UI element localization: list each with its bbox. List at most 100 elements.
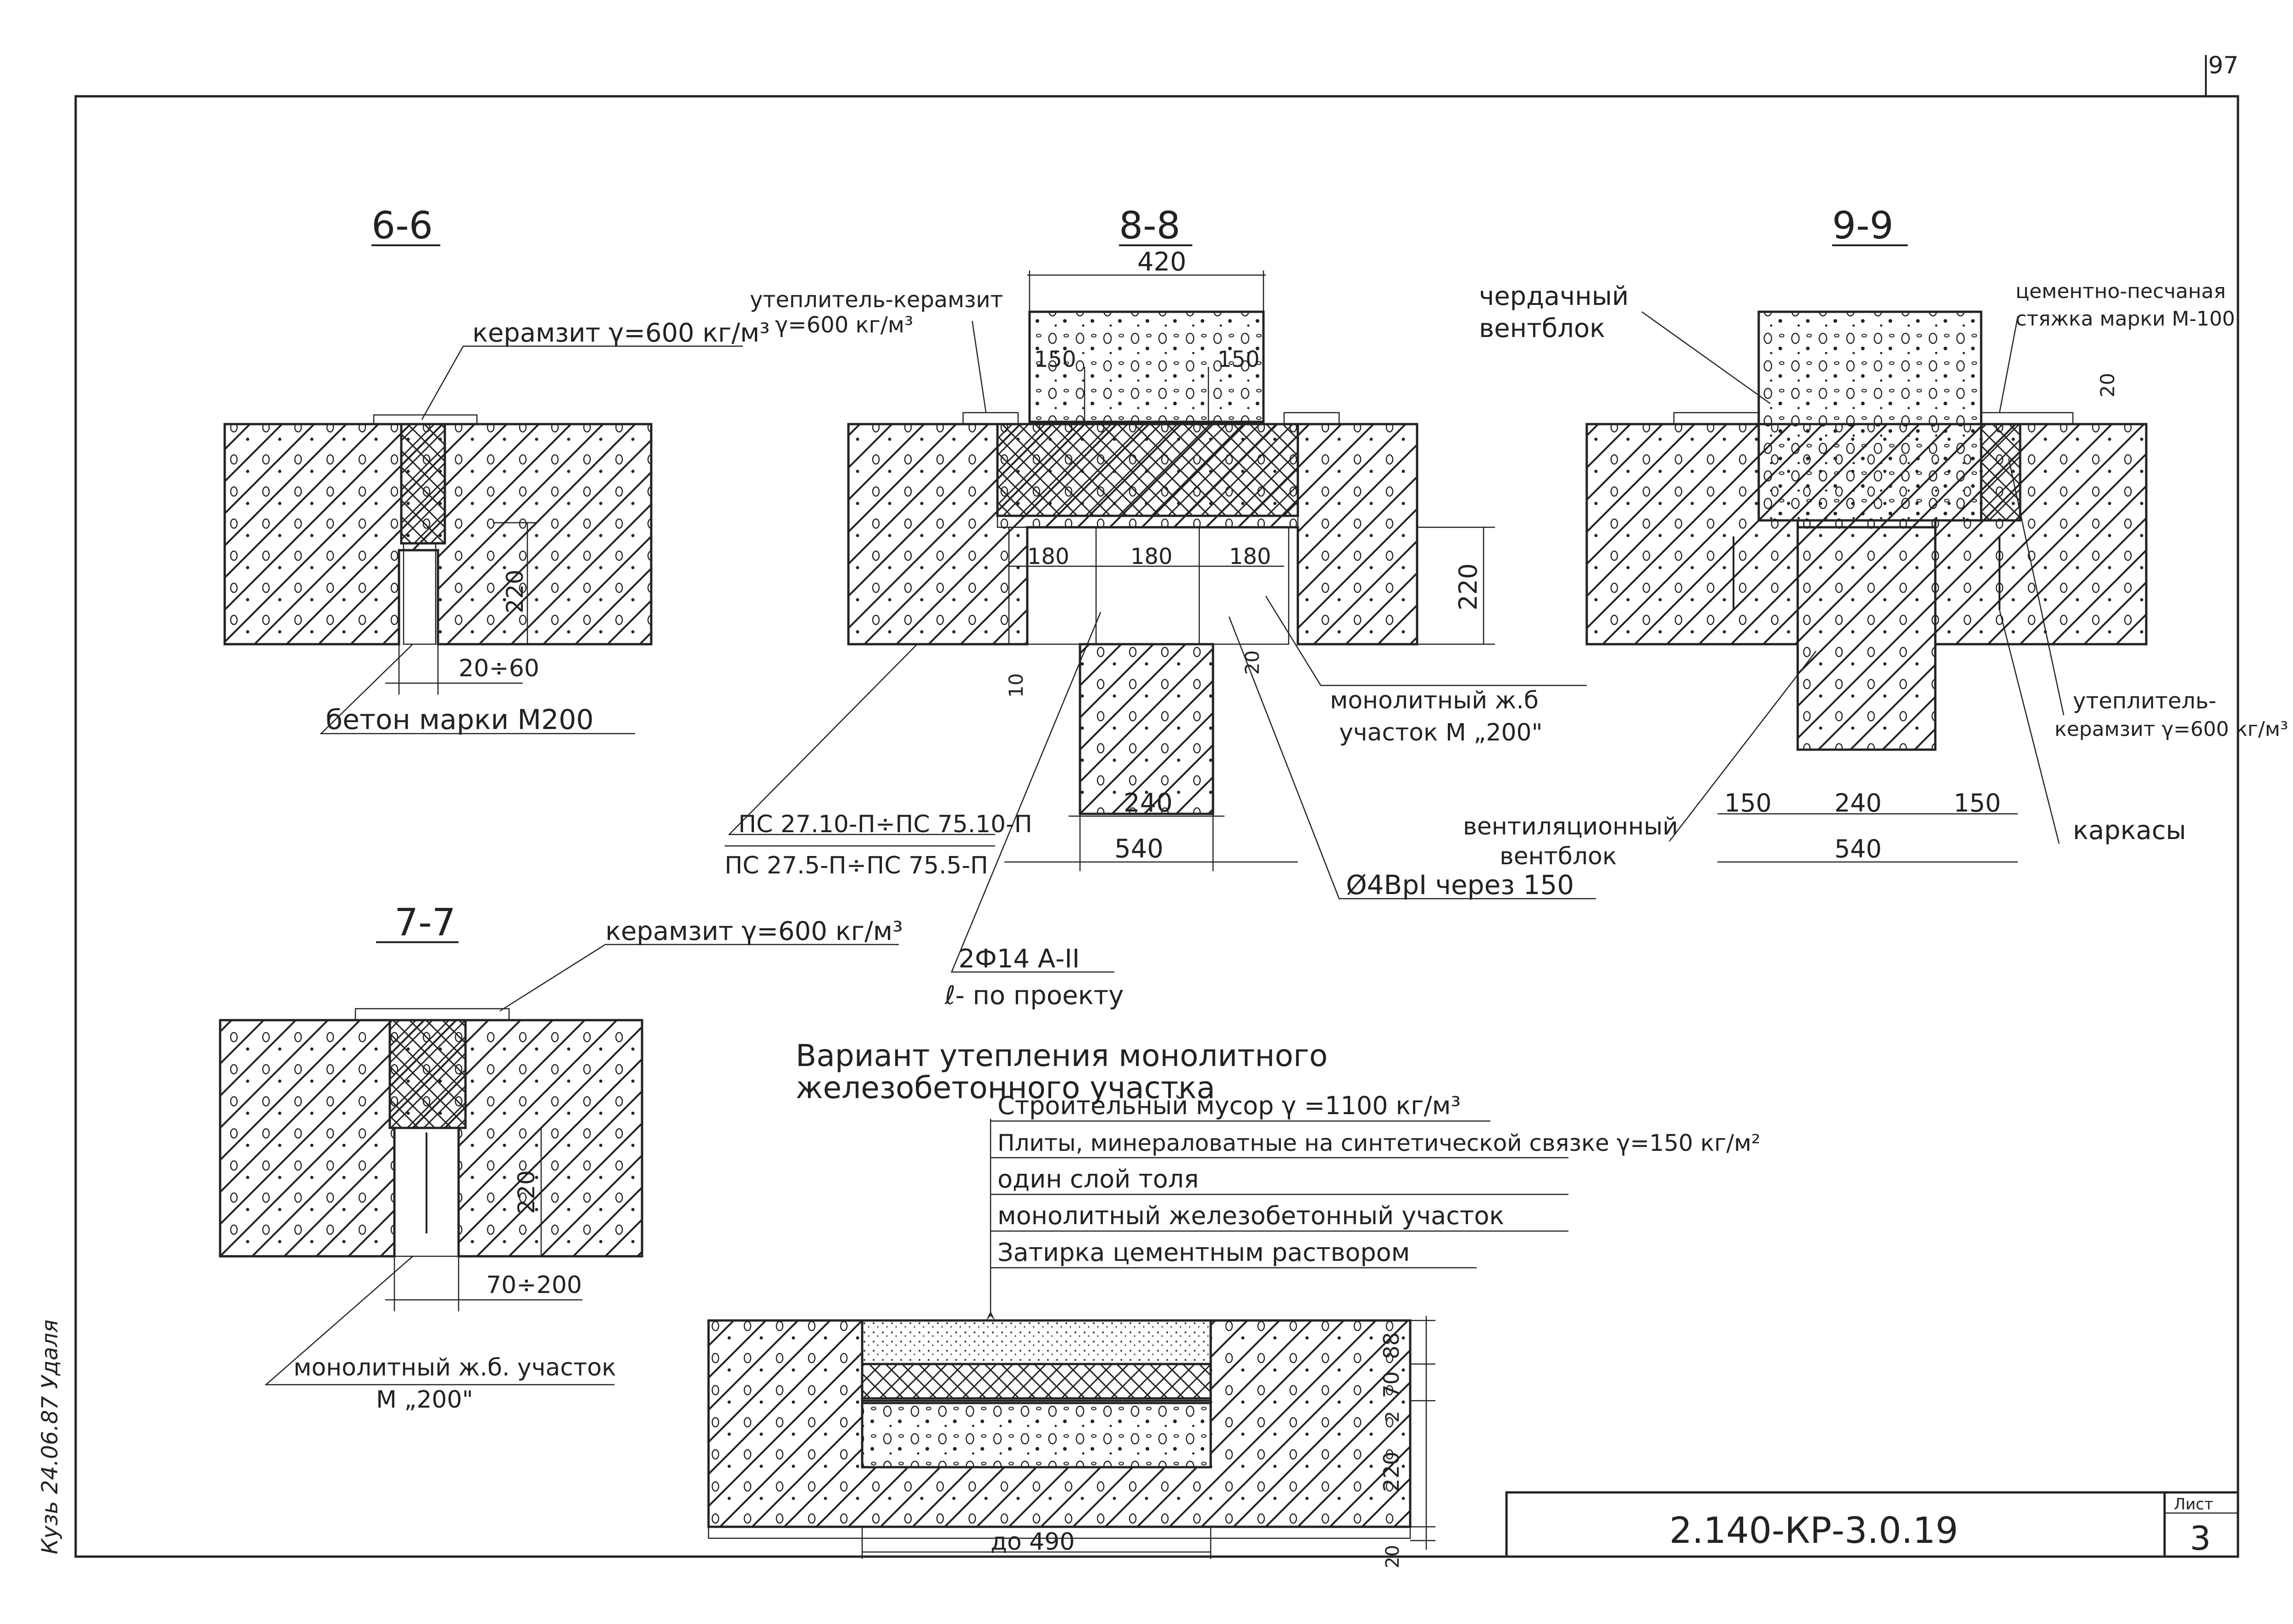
section-6-screed: [373, 414, 478, 425]
variant-title-1: Вариант утепления монолитного: [796, 1038, 1328, 1073]
section-8-dim-150-left: 150: [1034, 347, 1076, 372]
section-9-dim-540: 540: [1834, 834, 1882, 863]
section-7-mono-leader: [264, 1256, 615, 1386]
section-9-vent-label-1: вентиляционный: [1463, 813, 1678, 840]
section-8-wall: [1079, 643, 1214, 815]
section-8-slab-leader: [728, 644, 995, 835]
section-6-dim-220: 220: [502, 569, 528, 613]
section-6-keramzit-fill: [400, 423, 446, 545]
section-9-screed-left: [1673, 412, 1760, 425]
variant-debris-layer: [861, 1319, 1212, 1365]
section-8-rebar-leader: [951, 612, 1114, 973]
section-8-dim-240: 240: [1124, 788, 1173, 818]
section-9-vent-label-2: вентблок: [1500, 843, 1617, 870]
section-7-mono-label-2: М „200": [376, 1386, 473, 1414]
section-8-slab-line-1: ПС 27.10-П÷ПС 75.10-П: [738, 811, 1032, 838]
section-6-concrete-label: бетон марки М200: [326, 704, 594, 736]
svg-text:20: 20: [2096, 373, 2119, 397]
section-9-dim-150-left: 150: [1724, 789, 1772, 818]
section-9-attic-label-1: чердачный: [1479, 282, 1628, 311]
section-8-dim-10: 10: [1005, 673, 1027, 697]
svg-text:20: 20: [1241, 650, 1263, 674]
section-8-insul-label-2: γ=600 кг/м³: [775, 312, 913, 338]
section-9-insul-leader: [2008, 458, 2065, 716]
variant-dim-2: 2: [1382, 1411, 1403, 1422]
section-9-keramzit: [1980, 423, 2022, 522]
section-8-dim-180-c: 180: [1229, 544, 1271, 569]
svg-text:220: 220: [1379, 1452, 1404, 1492]
title-block: 2.140-КР-3.0.19 Лист 3: [1505, 1491, 2239, 1558]
section-8-dim-420: 420: [1137, 247, 1186, 277]
section-9-title: 9-9: [1832, 204, 1894, 248]
section-8-dim-20: 20: [1241, 650, 1263, 674]
section-9-insul-label-2: керамзит γ=600 кг/м³: [2055, 718, 2288, 741]
section-8-dim-150-right: 150: [1218, 347, 1260, 372]
sheet-label: Лист: [2174, 1495, 2213, 1514]
section-8-rebar-length: ℓ- по проекту: [944, 981, 1124, 1011]
section-8-rebar-mesh: Ø4ВрI через 150: [1346, 869, 1574, 900]
section-9-frames-label: каркасы: [2073, 816, 2186, 845]
svg-text:70: 70: [1379, 1371, 1404, 1398]
svg-text:20: 20: [1382, 1545, 1403, 1569]
sheet-frame: [74, 95, 2239, 1558]
section-9-dim-20: 20: [2096, 373, 2119, 397]
section-8-dim-180-b: 180: [1130, 544, 1173, 569]
section-6-title: 6-6: [371, 204, 433, 248]
section-8-dim-180-a: 180: [1027, 544, 1069, 569]
variant-layer-5: Затирка цементным раствором: [997, 1238, 1410, 1267]
section-7-dim-220: 220: [513, 1170, 540, 1214]
section-8-mono-label-1: монолитный ж.б: [1330, 687, 1539, 714]
variant-plaster: [708, 1526, 1411, 1539]
variant-dim-220: 220: [1379, 1452, 1404, 1492]
section-8-insul-leader: [971, 320, 987, 413]
margin-note: Кузь 24.06.87 Удаля: [37, 1320, 63, 1554]
section-8-mono-label-2: участок М „200": [1339, 719, 1543, 746]
section-9-vent-leader: [1669, 651, 1817, 842]
section-9-attic-block: [1757, 310, 1983, 522]
section-8-screed-right: [1283, 412, 1340, 425]
section-6-keramzit-label: керамзит γ=600 кг/м³: [472, 318, 770, 348]
section-9-attic-leader: [1641, 311, 1771, 404]
section-9-dim-150-right: 150: [1954, 789, 2001, 818]
variant-title-2: железобетонного участка: [796, 1070, 1215, 1105]
section-7-joint: [393, 1127, 460, 1257]
section-8-insul-label-1: утеплитель-керамзит: [750, 287, 1003, 313]
variant-dim-width: до 490: [991, 1528, 1075, 1556]
sheet-number: 3: [2190, 1519, 2211, 1558]
section-9-insul-label-1: утеплитель-: [2073, 688, 2216, 714]
section-9-screed-label-2: стяжка марки М-100: [2016, 307, 2235, 331]
section-7-keramzit-label: керамзит γ=600 кг/м³: [605, 917, 903, 946]
section-7-screed: [354, 1008, 510, 1021]
svg-text:88: 88: [1379, 1332, 1404, 1359]
variant-layer-4: монолитный железобетонный участок: [997, 1201, 1504, 1230]
svg-text:220: 220: [1454, 563, 1483, 610]
section-6-concrete-leader: [319, 644, 635, 735]
svg-text:10: 10: [1005, 673, 1027, 697]
section-8-vent-block: [1028, 310, 1265, 423]
section-8-8: 8-8 420 150 150 180 180 180 220: [725, 204, 1596, 1011]
variant-arrow: [986, 1311, 995, 1320]
section-6-6: 6-6 керамзит γ=600 кг/м³ 220 20÷60 бетон…: [223, 204, 770, 736]
variant-dim-88: 88: [1379, 1332, 1404, 1359]
variant-mono-section: [861, 1402, 1212, 1469]
svg-text:220: 220: [502, 569, 528, 613]
section-8-rebar-main: 2Ф14 А-II: [958, 944, 1080, 974]
section-8-slab-line-2: ПС 27.5-П÷ПС 75.5-П: [725, 852, 988, 879]
section-8-dim-220: 220: [1454, 563, 1483, 610]
section-8-screed-left: [962, 412, 1019, 425]
section-9-frames-leader: [1999, 609, 2060, 844]
variant-dim-70: 70: [1379, 1371, 1404, 1398]
section-6-dim-gap: 20÷60: [459, 655, 539, 682]
svg-text:Кузь 24.06.87 Удаля: Кузь 24.06.87 Удаля: [37, 1320, 63, 1554]
section-9-screed-leader: [1999, 316, 2019, 413]
section-7-7: 7-7 керамзит γ=600 кг/м³ 220 70÷200 моно…: [219, 901, 903, 1414]
section-6-keramzit-leader: [421, 345, 743, 420]
section-8-dim-540: 540: [1114, 834, 1163, 864]
variant-layer-2: Плиты, минераловатные на синтетической с…: [997, 1130, 1761, 1156]
svg-text:220: 220: [513, 1170, 540, 1214]
section-8-mono-leader: [1265, 596, 1587, 686]
variant-mineral-wool: [861, 1363, 1212, 1400]
section-8-keramzit-layer: [996, 423, 1299, 517]
section-9-vent-block: [1796, 519, 1937, 751]
